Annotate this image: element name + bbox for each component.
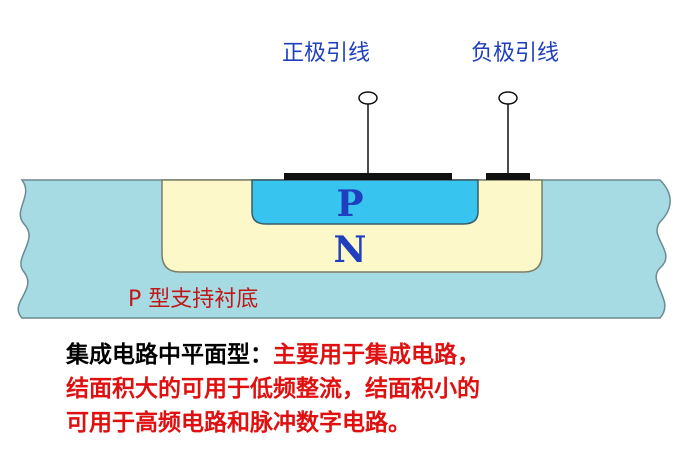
caption-line-1: 集成电路中平面型：主要用于集成电路， xyxy=(66,338,672,372)
p-region xyxy=(251,179,479,225)
description-caption: 集成电路中平面型：主要用于集成电路， 结面积大的可用于低频整流，结面积小的 可用… xyxy=(66,338,672,440)
caption-line-3: 可用于高频电路和脉冲数字电路。 xyxy=(66,410,411,436)
planar-diode-diagram: 正极引线 负极引线 P N P 型支持衬底 xyxy=(17,41,671,319)
caption-line-1-rest: 主要用于集成电路， xyxy=(273,342,480,368)
negative-lead-terminal xyxy=(498,91,518,105)
negative-electrode xyxy=(486,173,530,180)
n-region-label: N xyxy=(334,229,367,271)
substrate-label: P 型支持衬底 xyxy=(128,287,258,312)
caption-heading: 集成电路中平面型： xyxy=(66,342,273,368)
p-region-label: P xyxy=(336,183,363,225)
positive-lead-terminal xyxy=(358,91,378,105)
positive-lead-label: 正极引线 xyxy=(282,41,370,66)
negative-lead-label: 负极引线 xyxy=(471,41,559,66)
positive-electrode xyxy=(284,173,452,180)
caption-line-2: 结面积大的可用于低频整流，结面积小的 xyxy=(66,376,480,402)
